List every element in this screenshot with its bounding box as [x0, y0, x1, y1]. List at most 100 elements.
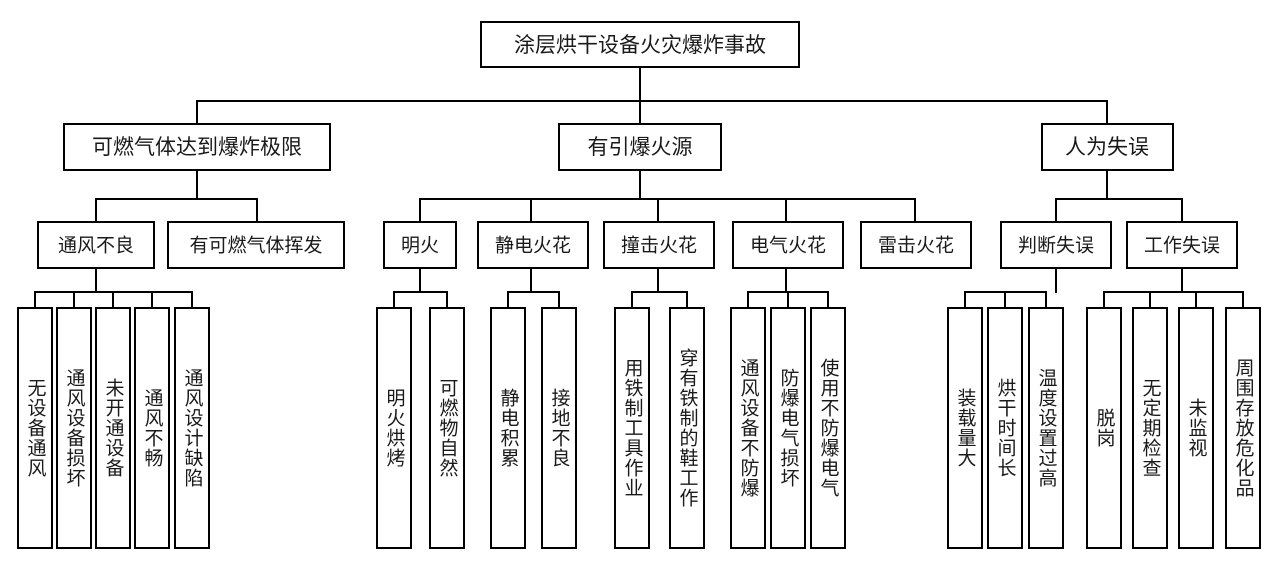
node-impact-spark[interactable]: 撞击火花: [603, 221, 715, 269]
leaf-vent-not-turned-on[interactable]: 未开通设备: [95, 307, 131, 549]
leaf-off-duty-label: 脱岗: [1094, 408, 1116, 448]
node-lightning-spark[interactable]: 雷击火花: [860, 221, 972, 269]
node-judgment-error-label: 判断失误: [1018, 235, 1094, 257]
node-electric-spark[interactable]: 电气火花: [732, 221, 844, 269]
node-static-spark-label: 静电火花: [495, 235, 571, 257]
leaf-vent-design-defect[interactable]: 通风设计缺陷: [174, 307, 210, 549]
node-ignition-source[interactable]: 有引爆火源: [558, 123, 722, 171]
node-gas-volatilization-label: 有可燃气体挥发: [189, 235, 322, 257]
node-gas-volatilization-box[interactable]: [167, 221, 345, 269]
leaf-no-monitoring-box[interactable]: [1178, 307, 1214, 549]
leaf-vent-equipment-damaged[interactable]: 通风设备损坏: [56, 307, 92, 549]
node-human-error-label: 人为失误: [1065, 135, 1149, 159]
leaf-spontaneous-combustion-label: 可燃物自然: [437, 378, 459, 478]
leaf-vent-not-turned-on-label: 未开通设备: [103, 378, 125, 478]
leaf-iron-shoes-work-box[interactable]: [669, 307, 705, 549]
leaf-long-drying-time-box[interactable]: [987, 307, 1023, 549]
leaf-hazardous-chemicals-stored-label: 周围存放危化品: [1233, 358, 1255, 498]
node-open-flame-label: 明火: [401, 235, 439, 257]
leaf-vent-equipment-damaged-box[interactable]: [56, 307, 92, 549]
leaf-iron-shoes-work-label: 穿有铁制的鞋工作: [677, 348, 699, 508]
node-gas-volatilization[interactable]: 有可燃气体挥发: [167, 221, 345, 269]
leaf-vent-design-defect-box[interactable]: [174, 307, 210, 549]
node-human-error-box[interactable]: [1041, 123, 1174, 171]
leaf-flame-baking[interactable]: 明火烘烤: [376, 307, 412, 549]
leaf-poor-grounding[interactable]: 接地不良: [541, 307, 577, 549]
node-electric-spark-label: 电气火花: [750, 235, 826, 257]
leaf-temperature-too-high[interactable]: 温度设置过高: [1028, 307, 1064, 549]
leaf-no-vent-equipment-label: 无设备通风: [25, 378, 47, 478]
leaf-vent-obstructed-box[interactable]: [134, 307, 170, 549]
leaf-large-load-box[interactable]: [947, 307, 983, 549]
leaf-iron-tool-work[interactable]: 用铁制工具作业: [614, 307, 650, 549]
node-lightning-spark-label: 雷击火花: [878, 235, 954, 257]
leaf-vent-not-explosion-proof[interactable]: 通风设备不防爆: [730, 307, 766, 549]
leaf-explosion-proof-damaged-box[interactable]: [770, 307, 806, 549]
node-root-box[interactable]: [480, 21, 800, 68]
leaf-vent-obstructed[interactable]: 通风不畅: [134, 307, 170, 549]
leaf-iron-tool-work-label: 用铁制工具作业: [622, 358, 644, 498]
leaf-off-duty[interactable]: 脱岗: [1086, 307, 1122, 549]
leaf-spontaneous-combustion-box[interactable]: [429, 307, 465, 549]
leaf-large-load[interactable]: 装载量大: [947, 307, 983, 549]
leaf-poor-grounding-box[interactable]: [541, 307, 577, 549]
node-open-flame[interactable]: 明火: [383, 221, 457, 269]
leaf-hazardous-chemicals-stored[interactable]: 周围存放危化品: [1225, 307, 1261, 549]
leaf-static-accumulation[interactable]: 静电积累: [490, 307, 526, 549]
node-flammable-gas-limit-label: 可燃气体达到爆炸极限: [92, 135, 302, 159]
connector-layer: [34, 66, 1244, 309]
leaf-hazardous-chemicals-stored-box[interactable]: [1225, 307, 1261, 549]
node-open-flame-box[interactable]: [383, 221, 457, 269]
leaf-no-vent-equipment-box[interactable]: [17, 307, 53, 549]
leaf-long-drying-time-label: 烘干时间长: [995, 378, 1017, 478]
node-judgment-error[interactable]: 判断失误: [1000, 221, 1112, 269]
node-poor-ventilation-box[interactable]: [37, 221, 155, 269]
node-impact-spark-box[interactable]: [603, 221, 715, 269]
leaf-flame-baking-label: 明火烘烤: [384, 388, 406, 468]
leaf-no-regular-inspection[interactable]: 无定期检查: [1132, 307, 1168, 549]
leaf-vent-not-explosion-proof-label: 通风设备不防爆: [738, 358, 760, 498]
node-root[interactable]: 涂层烘干设备火灾爆炸事故: [480, 21, 800, 68]
leaf-iron-tool-work-box[interactable]: [614, 307, 650, 549]
leaf-use-non-explosion-proof-label: 使用不防爆电气: [818, 358, 840, 498]
leaf-iron-shoes-work[interactable]: 穿有铁制的鞋工作: [669, 307, 705, 549]
leaf-large-load-label: 装载量大: [955, 388, 977, 468]
node-work-error-label: 工作失误: [1144, 235, 1220, 257]
node-work-error-box[interactable]: [1126, 221, 1238, 269]
leaf-long-drying-time[interactable]: 烘干时间长: [987, 307, 1023, 549]
node-flammable-gas-limit-box[interactable]: [63, 123, 331, 171]
leaf-no-vent-equipment[interactable]: 无设备通风: [17, 307, 53, 549]
leaf-vent-not-turned-on-box[interactable]: [95, 307, 131, 549]
leaf-use-non-explosion-proof-box[interactable]: [810, 307, 846, 549]
node-poor-ventilation[interactable]: 通风不良: [37, 221, 155, 269]
node-ignition-source-label: 有引爆火源: [588, 135, 693, 159]
leaf-static-accumulation-label: 静电积累: [498, 388, 520, 468]
leaf-flame-baking-box[interactable]: [376, 307, 412, 549]
node-flammable-gas-limit[interactable]: 可燃气体达到爆炸极限: [63, 123, 331, 171]
node-judgment-error-box[interactable]: [1000, 221, 1112, 269]
leaf-explosion-proof-damaged-label: 防爆电气损坏: [778, 368, 800, 488]
node-poor-ventilation-label: 通风不良: [58, 235, 134, 257]
node-human-error[interactable]: 人为失误: [1041, 123, 1174, 171]
node-ignition-source-box[interactable]: [558, 123, 722, 171]
node-static-spark-box[interactable]: [477, 221, 589, 269]
leaf-vent-obstructed-label: 通风不畅: [142, 388, 164, 468]
leaf-temperature-too-high-label: 温度设置过高: [1036, 368, 1058, 488]
leaf-temperature-too-high-box[interactable]: [1028, 307, 1064, 549]
leaf-spontaneous-combustion[interactable]: 可燃物自然: [429, 307, 465, 549]
node-lightning-spark-box[interactable]: [860, 221, 972, 269]
node-work-error[interactable]: 工作失误: [1126, 221, 1238, 269]
leaf-off-duty-box[interactable]: [1086, 307, 1122, 549]
leaf-explosion-proof-damaged[interactable]: 防爆电气损坏: [770, 307, 806, 549]
leaf-static-accumulation-box[interactable]: [490, 307, 526, 549]
node-static-spark[interactable]: 静电火花: [477, 221, 589, 269]
node-electric-spark-box[interactable]: [732, 221, 844, 269]
leaf-vent-not-explosion-proof-box[interactable]: [730, 307, 766, 549]
node-impact-spark-label: 撞击火花: [621, 235, 697, 257]
leaf-no-regular-inspection-box[interactable]: [1132, 307, 1168, 549]
leaf-use-non-explosion-proof[interactable]: 使用不防爆电气: [810, 307, 846, 549]
leaf-vent-design-defect-label: 通风设计缺陷: [182, 368, 204, 488]
leaf-no-monitoring[interactable]: 未监视: [1178, 307, 1214, 549]
